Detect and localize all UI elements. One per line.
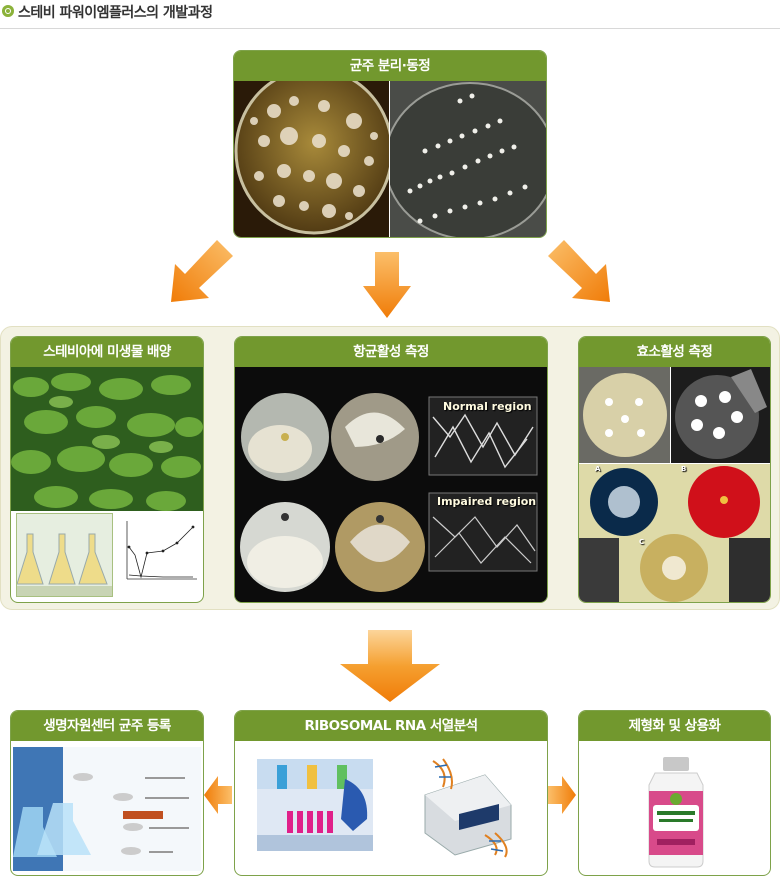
- node-product-title: 제형화 및 상용화: [579, 711, 770, 741]
- node-registration-title: 생명자원센터 균주 등록: [11, 711, 203, 741]
- stevia-plant-photo: [11, 367, 203, 511]
- arrow-down-left-icon: [171, 240, 233, 302]
- bullet-icon: [2, 5, 14, 17]
- enzyme-plate-photo-1: [579, 367, 670, 463]
- node-enzyme: 효소활성 측정 A B C: [578, 336, 771, 603]
- node-enzyme-title: 효소활성 측정: [579, 337, 770, 367]
- resource-center-website-photo: [13, 747, 201, 871]
- pipette-lab-photo: [257, 759, 373, 851]
- node-cultivation: 스테비아에 미생물 배양: [10, 336, 204, 603]
- node-cultivation-title: 스테비아에 미생물 배양: [11, 337, 203, 367]
- arrow-down-icon: [363, 252, 411, 318]
- node-antifungal-title: 항균활성 측정: [235, 337, 547, 367]
- antifungal-plates-photo: Normal region Impaired region: [235, 367, 547, 602]
- node-product: 제형화 및 상용화: [578, 710, 771, 876]
- growth-curve-graph: [115, 513, 201, 595]
- dna-sequencer-photo: [415, 755, 519, 859]
- petri-dish-colonies-photo: [234, 81, 389, 237]
- enzyme-plate-photo-2: [671, 367, 770, 463]
- node-rrna: RIBOSOMAL RNA 서열분석: [234, 710, 548, 876]
- node-registration: 생명자원센터 균주 등록: [10, 710, 204, 876]
- node-antifungal: 항균활성 측정 Norm: [234, 336, 548, 603]
- title-divider: [0, 28, 780, 29]
- enzyme-plates-abc-photo: A B C: [579, 464, 770, 602]
- page-header: 스테비 파워이엠플러스의 개발과정: [0, 0, 780, 28]
- plate-c-label: C: [639, 538, 645, 546]
- node-isolation-title: 균주 분리·동정: [234, 51, 546, 81]
- culture-flasks-photo: [16, 513, 113, 597]
- node-rrna-title: RIBOSOMAL RNA 서열분석: [235, 711, 547, 741]
- big-arrow-down-icon: [340, 630, 440, 702]
- node-isolation: 균주 분리·동정: [233, 50, 547, 238]
- arrow-right-icon: [548, 776, 576, 814]
- streak-plate-photo: [390, 81, 546, 237]
- page-title: 스테비 파워이엠플러스의 개발과정: [18, 5, 213, 21]
- arrow-down-right-icon: [548, 240, 610, 302]
- product-bottle-photo: [641, 755, 711, 869]
- arrow-left-icon: [204, 776, 232, 814]
- plate-b-label: B: [681, 465, 687, 473]
- normal-region-label: Normal region: [443, 400, 532, 413]
- impaired-region-label: Impaired region: [437, 495, 537, 508]
- plate-a-label: A: [595, 465, 601, 473]
